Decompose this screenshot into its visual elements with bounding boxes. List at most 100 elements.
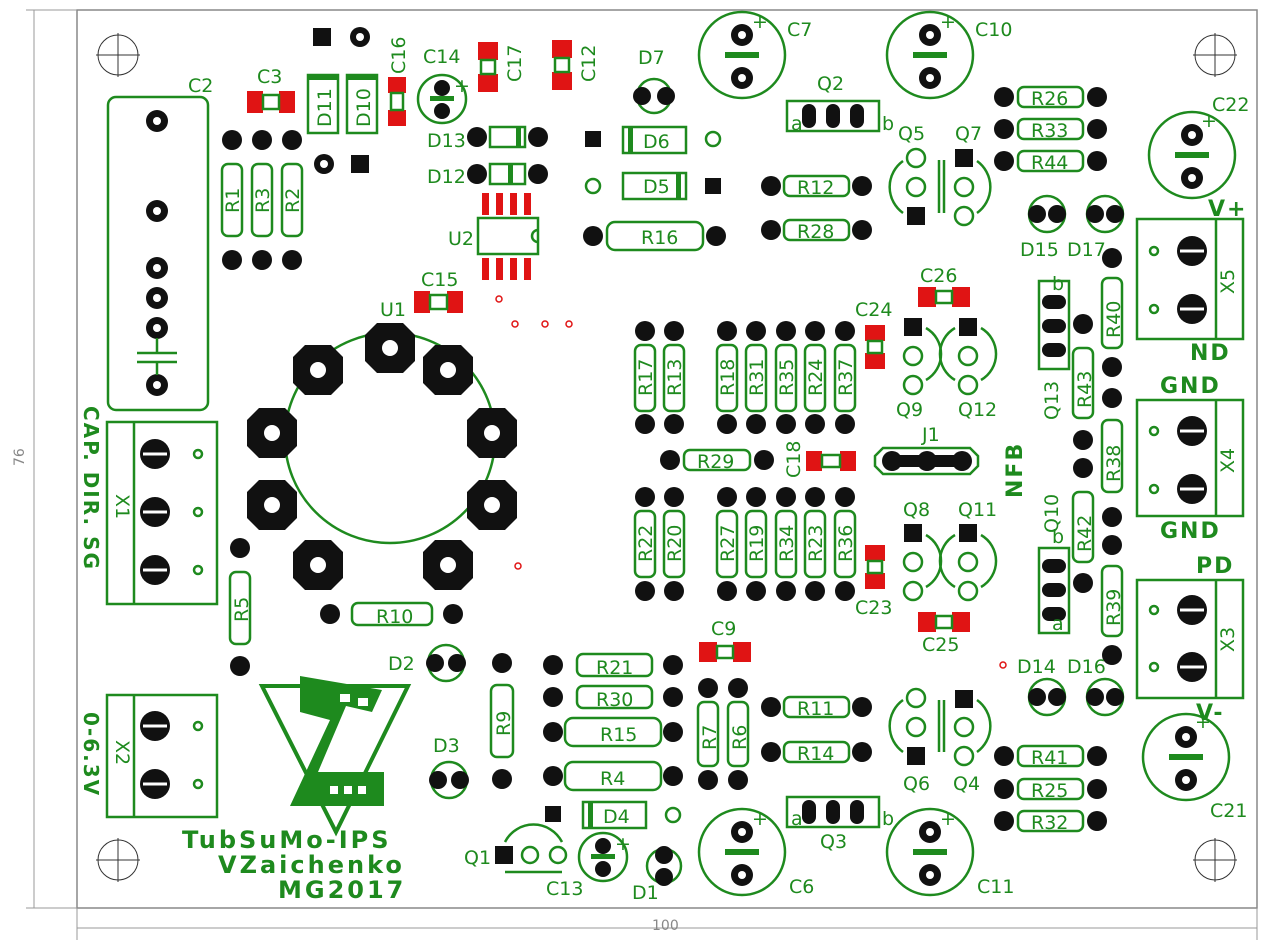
capacitor-c6: + [697, 807, 787, 897]
resistor-r18 [715, 321, 739, 434]
pad [1073, 458, 1093, 478]
svg-text:+: + [1201, 110, 1217, 132]
resistor-r10 [320, 601, 463, 627]
label-c11: C11 [977, 876, 1014, 898]
resistor-r33 [994, 117, 1107, 141]
label-c18: C18 [783, 441, 805, 478]
label-c26: C26 [920, 265, 957, 287]
capacitor-c14: + [416, 73, 470, 125]
label-r15: R15 [600, 724, 637, 746]
jumper-j1 [873, 446, 980, 476]
label-r17: R17 [635, 359, 657, 396]
label-c16: C16 [388, 37, 410, 74]
label-r30: R30 [596, 689, 633, 711]
label-q2: Q2 [817, 73, 844, 95]
label-u2: U2 [448, 228, 474, 250]
via [541, 320, 549, 328]
label-x1: X1 [111, 494, 133, 519]
resistor-r21 [543, 652, 683, 678]
label-r6: R6 [729, 725, 751, 750]
label-c15: C15 [421, 269, 458, 291]
resistor-r30 [543, 684, 683, 710]
label-c3: C3 [257, 66, 282, 88]
label-r39: R39 [1103, 589, 1125, 626]
led-d16 [1085, 677, 1125, 717]
resistor-r7 [696, 678, 720, 790]
label-q3: Q3 [820, 831, 847, 853]
transistor-q9 [902, 318, 943, 396]
label-c2: C2 [188, 75, 213, 97]
label-c9: C9 [711, 618, 736, 640]
label-u1: U1 [380, 299, 406, 321]
pad [351, 155, 369, 173]
label-r22: R22 [635, 525, 657, 562]
label-r11: R11 [797, 698, 834, 720]
label-d16: D16 [1067, 656, 1106, 678]
label-c13: C13 [546, 878, 583, 900]
label-r5: R5 [231, 597, 253, 622]
svg-text:a: a [1052, 613, 1064, 635]
mounting-hole [96, 33, 140, 77]
led-d15 [1027, 194, 1067, 234]
label-r16: R16 [641, 227, 678, 249]
transistor-q5 [888, 147, 941, 225]
label-r28: R28 [797, 221, 834, 243]
transistor-q6 [888, 687, 941, 765]
label-r18: R18 [717, 359, 739, 396]
capacitor-c2 [106, 95, 210, 412]
terminal-x5 [1135, 217, 1245, 341]
label-r40: R40 [1103, 301, 1125, 338]
label-c23: C23 [855, 597, 892, 619]
label-r34: R34 [776, 525, 798, 562]
board-logo [258, 676, 412, 837]
label-q1: Q1 [464, 847, 491, 869]
label-r9: R9 [493, 711, 515, 736]
resistor-r35 [774, 321, 798, 434]
label-d1: D1 [632, 882, 659, 904]
label-pd: PD [1196, 554, 1234, 579]
label-r36: R36 [835, 525, 857, 562]
label-gnd-top: GND [1160, 374, 1221, 399]
svg-text:+: + [454, 75, 470, 97]
terminal-x1 [105, 420, 219, 606]
label-r21: R21 [596, 657, 633, 679]
label-d7: D7 [638, 47, 665, 69]
capacitor-c17 [478, 42, 498, 92]
label-q11: Q11 [958, 499, 997, 521]
label-c22: C22 [1212, 94, 1249, 116]
svg-text:b: b [882, 808, 894, 830]
label-q7: Q7 [955, 123, 982, 145]
label-d5: D5 [643, 176, 670, 198]
label-r14: R14 [797, 743, 834, 765]
tube-socket-u1 [247, 323, 517, 590]
capacitor-c23 [865, 545, 885, 589]
resistor-r1 [220, 130, 244, 270]
label-r35: R35 [776, 359, 798, 396]
board-title-line-1: TubSuMo-IPS [182, 826, 392, 854]
resistor-r2 [280, 130, 304, 270]
label-d10: D10 [353, 88, 375, 127]
dim-height-label: 76 [12, 448, 28, 466]
svg-text:b: b [882, 113, 894, 135]
terminal-x3 [1135, 578, 1245, 700]
svg-text:b: b [1052, 526, 1064, 548]
label-d6: D6 [643, 131, 670, 153]
label-q12: Q12 [958, 399, 997, 421]
resistor-r23 [803, 487, 827, 601]
label-q10: Q10 [1041, 494, 1063, 533]
transistor-q7 [942, 149, 992, 227]
label-r27: R27 [717, 525, 739, 562]
capacitor-c3 [247, 91, 295, 113]
label-r33: R33 [1031, 120, 1068, 142]
svg-text:+: + [940, 808, 956, 830]
capacitor-c13: + [577, 831, 631, 883]
label-r19: R19 [746, 525, 768, 562]
resistor-r22 [633, 487, 657, 601]
label-d2: D2 [388, 653, 415, 675]
label-d3: D3 [433, 735, 460, 757]
resistor-r43 [1071, 314, 1095, 450]
label-d12: D12 [427, 166, 466, 188]
label-c6: C6 [789, 876, 814, 898]
